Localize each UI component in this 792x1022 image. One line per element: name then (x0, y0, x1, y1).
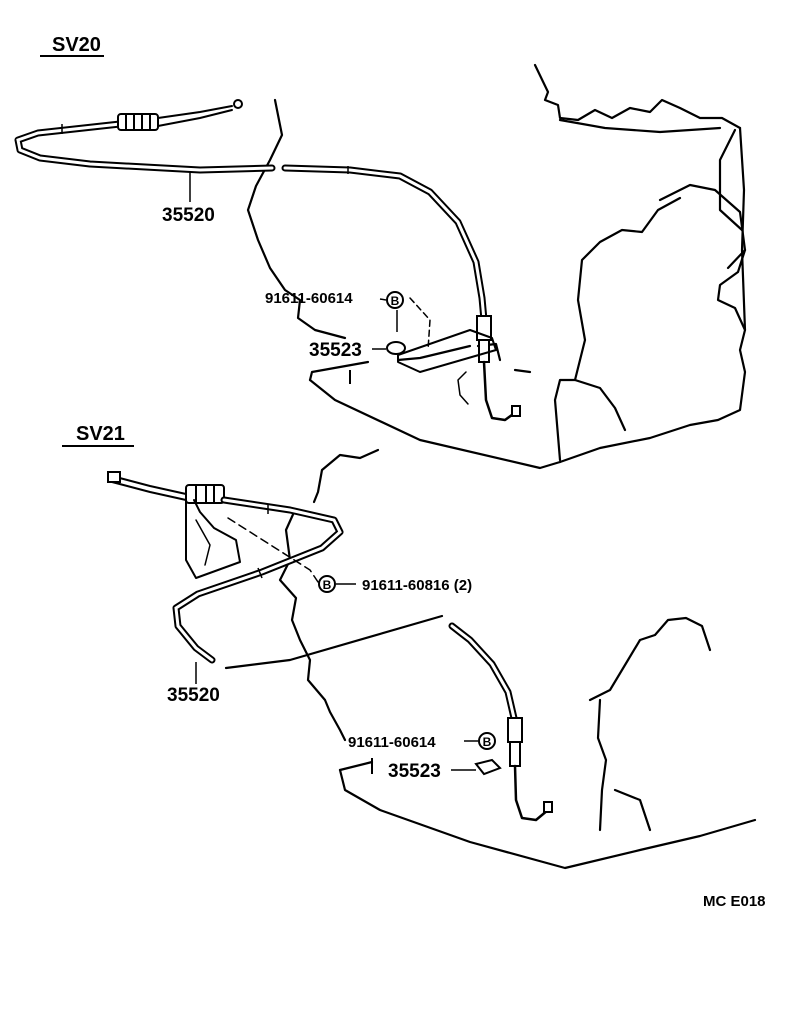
sv20-transmission-outline (246, 63, 747, 470)
sv20-bolt-leader (379, 298, 387, 301)
sv20-clip-icon (386, 341, 406, 355)
sv20-bolt-part-label: 91611-60614 (265, 290, 353, 307)
sv21-bolt1-part-label: 91611-60816 (2) (362, 577, 472, 594)
sv20-bolt-marker-label: B (391, 294, 400, 308)
sv21-cable-part-label: 35520 (167, 685, 220, 706)
sv21-cable-35520 (107, 471, 553, 822)
sv20-cable-part-label: 35520 (162, 205, 215, 226)
sv21-transmission-outline (224, 448, 757, 870)
reference-code: MC E018 (703, 893, 766, 910)
sv20-section: SV20 (14, 34, 747, 470)
sv20-cable-35520 (14, 99, 521, 422)
sv21-bolt2-marker-label: B (483, 735, 492, 749)
sv21-bolt1-marker-label: B (323, 578, 332, 592)
sv21-model-label: SV21 (76, 423, 125, 445)
sv21-bolt2-marker-circle (478, 732, 496, 750)
sv21-clip-icon (474, 758, 502, 776)
sv21-section: SV21 (62, 423, 757, 870)
sv21-clip-part-label: 35523 (388, 761, 441, 782)
sv20-bolt-marker-circle (386, 291, 404, 309)
sv21-bolt2-part-label: 91611-60614 (348, 734, 436, 751)
sv20-model-label: SV20 (52, 34, 101, 56)
sv21-bolt1-marker-circle (318, 575, 336, 593)
sv20-clip-part-label: 35523 (309, 340, 362, 361)
